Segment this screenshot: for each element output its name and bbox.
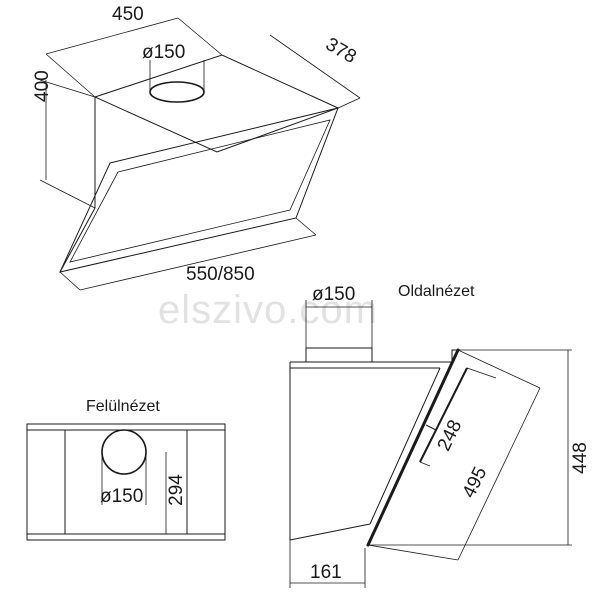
side-view-dim-448: 448 [570, 442, 591, 474]
top-view-dim-294: 294 [166, 474, 187, 506]
side-view-dim-495-ext-bottom [367, 544, 459, 561]
iso-dim-378-ext [337, 97, 361, 109]
iso-dim-450-ext-left [45, 53, 96, 98]
iso-glass-panel [59, 107, 339, 273]
iso-dim-550-ext-left [59, 271, 81, 291]
iso-dim-550-850: 550/850 [186, 264, 255, 285]
top-view: Felülnézet ø150 294 [26, 398, 226, 541]
iso-dim-400-ext-top [39, 79, 96, 98]
side-view-dim-495: 495 [459, 464, 492, 502]
side-view-caption: Oldalnézet [398, 283, 475, 300]
iso-dim-400-ext-bottom [39, 179, 96, 209]
iso-dim-450-line [45, 17, 179, 55]
side-view-dim-495-line [457, 387, 541, 561]
side-view-dim-248-ext-top [466, 367, 497, 379]
side-view-glass-panel [366, 348, 460, 547]
iso-duct-ellipse [149, 81, 205, 103]
side-view-bottom [289, 523, 371, 541]
iso-dim-550-line [79, 234, 317, 291]
iso-lower-edge [59, 207, 96, 273]
side-view-dim-248-ext-bottom [419, 461, 431, 467]
top-view-duct-circle [101, 429, 147, 475]
side-view-slope [369, 367, 441, 525]
isometric-view: 450 378 400 ø150 550/850 [32, 4, 361, 291]
iso-dim-378-line [269, 34, 361, 99]
top-view-dim-duct: ø150 [100, 486, 143, 507]
side-view-dim-161: 161 [310, 562, 342, 583]
iso-glass-panel-inner [69, 119, 331, 263]
iso-dim-450-ext-right [177, 17, 223, 56]
iso-dim-duct: ø150 [142, 42, 185, 63]
iso-dim-450: 450 [112, 4, 144, 25]
side-view-duct-collar [305, 347, 373, 363]
side-view-dim-duct: ø150 [312, 284, 355, 305]
side-view-dim-495-ext-top [457, 349, 541, 389]
side-view-dim-248-line [419, 367, 468, 463]
top-view-caption: Felülnézet [86, 398, 160, 415]
top-view-outline [26, 423, 226, 541]
iso-dim-378: 378 [322, 34, 360, 68]
iso-dim-550-ext-right [295, 217, 317, 236]
side-view-glass-bracket [425, 424, 437, 431]
iso-dim-400: 400 [32, 70, 53, 102]
watermark: elszivo.com [158, 288, 378, 332]
side-view-dim-248: 248 [434, 417, 467, 455]
side-view-body [290, 349, 458, 363]
